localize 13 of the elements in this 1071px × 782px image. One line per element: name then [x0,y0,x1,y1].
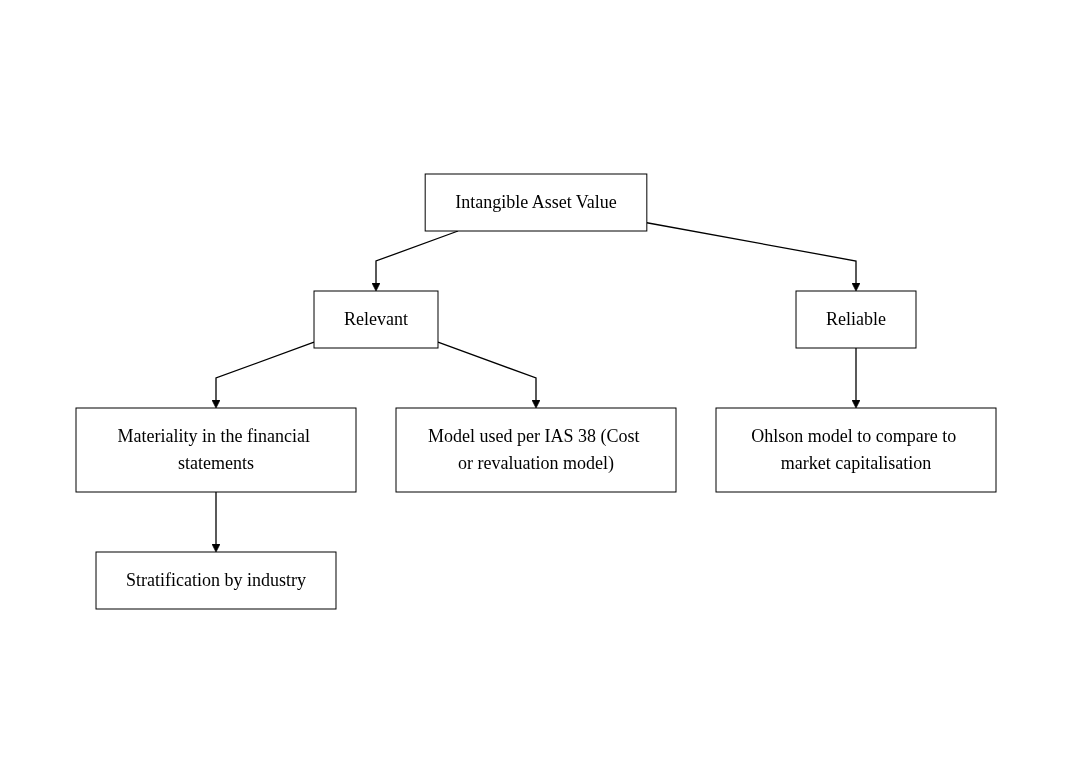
node-box: Intangible Asset Value [424,173,647,231]
arrow [645,221,860,291]
node-box: Model used per IAS 38 (Cost or revaluation model) [395,407,676,492]
arrow [211,341,315,408]
node-box: Materiality in the financial statements [75,407,356,492]
node-box: Relevant [313,290,438,348]
arrow [851,346,860,408]
arrow [211,490,220,552]
node-box: Ohlson model to compare to market capitalisation [715,407,996,492]
node-box: Reliable [795,290,916,348]
node-box: Stratification by industry [95,551,336,609]
arrow [371,229,459,291]
arrow [436,341,540,408]
